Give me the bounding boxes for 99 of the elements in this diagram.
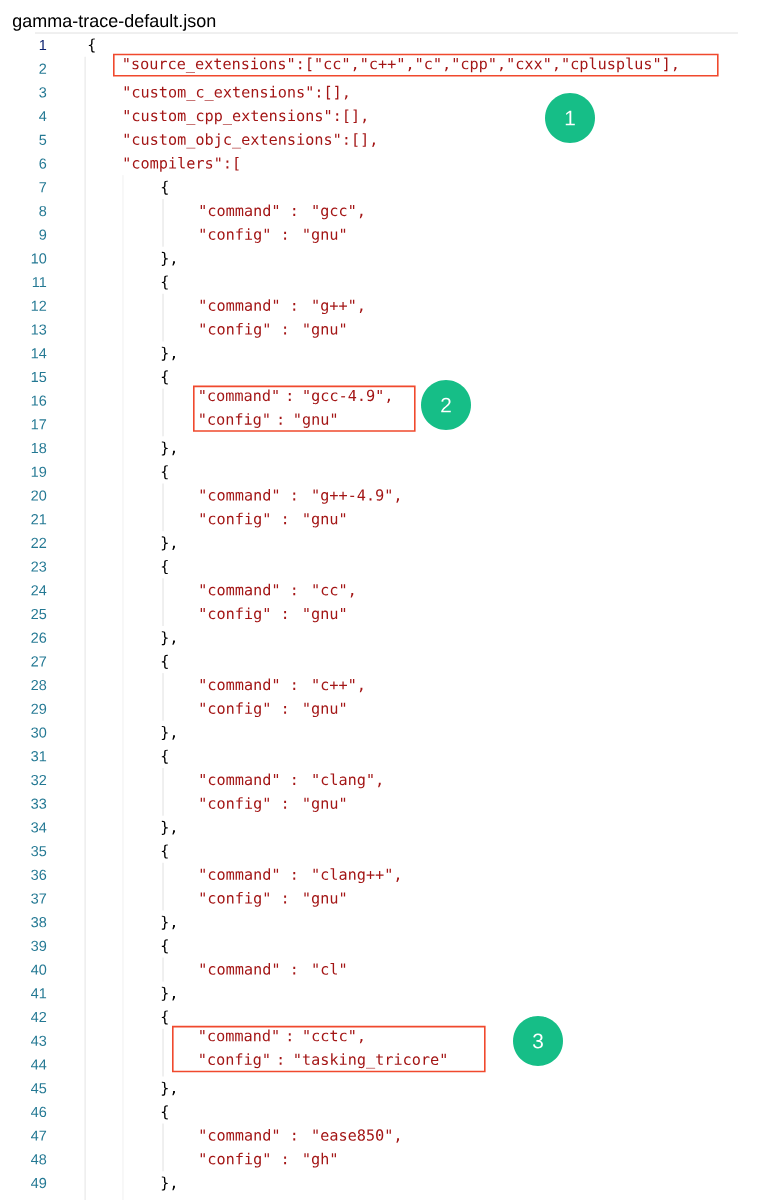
line-number: 40 (31, 964, 47, 975)
line-number: 21 (31, 514, 47, 525)
line-number: 4 (39, 111, 47, 122)
code-line: }, (161, 536, 175, 551)
line-number: 3 (39, 87, 47, 98)
line-number: 14 (31, 348, 47, 359)
code-line: "command" : "clang", (200, 773, 381, 789)
line-number: 5 (39, 134, 47, 145)
line-number: 45 (31, 1083, 47, 1094)
line-number: 23 (31, 561, 47, 572)
line-number: 6 (39, 158, 47, 169)
code-line: "config" : "gh" (200, 1152, 336, 1168)
code-line: { (161, 654, 168, 669)
file-title: gamma-trace-default.json (12, 13, 216, 31)
line-number: 41 (31, 988, 47, 999)
line-number: 43 (31, 1035, 47, 1046)
code-line: { (161, 1105, 168, 1120)
line-number: 48 (31, 1154, 47, 1165)
code-line: { (161, 275, 168, 290)
line-number: 39 (31, 940, 47, 952)
code-line: }, (161, 631, 175, 646)
code-line: }, (161, 986, 175, 1001)
line-number: 36 (31, 869, 47, 880)
code-line: "command" : "clang++", (200, 868, 399, 884)
code-line: { (161, 180, 168, 195)
line-number: 33 (31, 798, 47, 809)
line-number: 13 (31, 324, 47, 335)
code-line: }, (161, 441, 175, 456)
code-line: { (161, 465, 168, 480)
code-line: "command" : "cl" (200, 963, 346, 975)
highlight-box: "command" : "gcc-4.9", "config" : "gnu" (193, 385, 416, 432)
code-line: "config" : "gnu" (200, 702, 346, 718)
code-line: }, (161, 346, 175, 361)
code-line: "config" : "gnu" (200, 797, 346, 812)
line-number: 16 (31, 395, 47, 406)
code-line: { (161, 844, 168, 859)
code-line: }, (161, 915, 175, 930)
line-number: 34 (31, 822, 47, 833)
code-line: }, (161, 251, 175, 266)
line-number: 9 (39, 229, 47, 240)
line-number: 22 (31, 537, 47, 548)
line-number: 17 (31, 419, 47, 430)
line-number: 35 (31, 846, 47, 857)
code-line: "config" : "gnu" (200, 322, 346, 338)
line-number: 7 (39, 182, 47, 193)
code-line: "custom_cpp_extensions":[], (124, 109, 366, 125)
code-line: }, (161, 725, 175, 740)
code-line: "command" : "g++-4.9", (200, 488, 399, 504)
code-line: "command" : "c++", (200, 678, 363, 693)
line-number: 20 (31, 490, 47, 501)
line-number: 32 (31, 774, 47, 786)
code-line: { (88, 38, 95, 53)
line-number: 47 (31, 1130, 47, 1141)
code-line: "command" : "ease850", (200, 1129, 399, 1143)
line-number: 49 (31, 1177, 47, 1189)
code-line: "config" : "gnu" (200, 891, 346, 907)
line-number: 30 (31, 727, 47, 738)
line-number: 18 (31, 442, 47, 454)
code-line: "compilers":[ (124, 156, 239, 172)
code-line: "command" : "cc", (200, 583, 354, 598)
code-line: }, (161, 1081, 175, 1096)
line-number: 38 (31, 917, 47, 928)
code-line: { (161, 1010, 168, 1025)
line-number: 31 (31, 751, 47, 762)
code-line: "config" : "gnu" (200, 512, 346, 528)
line-number: 28 (31, 680, 47, 691)
line-number: 1 (39, 40, 47, 50)
callout-number: 1 (545, 93, 595, 143)
line-number: 27 (31, 656, 47, 667)
code-line: "config" : "gnu" (200, 607, 346, 623)
highlight-box: "command" : "cctc", "config" : "tasking_tricore" (172, 1025, 486, 1073)
line-number: 29 (31, 703, 47, 714)
code-line: }, (161, 1176, 175, 1191)
line-number: 15 (31, 371, 47, 383)
code-line: { (161, 560, 168, 575)
code-line: { (161, 939, 168, 954)
line-number: 37 (31, 893, 47, 904)
line-number: 25 (31, 608, 47, 620)
callout-number: 3 (513, 1016, 563, 1066)
code-line: "command" : "gcc", (200, 204, 363, 220)
code-line: "custom_objc_extensions":[], (124, 133, 375, 149)
line-number: 46 (31, 1106, 47, 1118)
code-line: { (161, 749, 168, 764)
code-line: "config" : "gnu" (200, 228, 346, 243)
code-line: }, (161, 820, 175, 835)
line-number: 8 (39, 205, 47, 217)
line-number: 19 (31, 466, 47, 477)
highlight-box: "source_extensions":["cc","c++","c","cpp","cxx","cplusplus"], (113, 53, 719, 77)
line-number: 10 (31, 253, 47, 264)
line-number: 2 (39, 63, 47, 74)
code-line: { (161, 370, 168, 385)
line-number: 11 (32, 277, 47, 288)
line-number: 42 (31, 1011, 47, 1022)
line-number: 26 (31, 632, 47, 643)
line-number: 44 (31, 1059, 47, 1070)
line-number: 24 (31, 585, 47, 596)
callout-number: 2 (421, 380, 471, 430)
code-line: "command" : "g++", (200, 299, 363, 315)
line-number: 12 (31, 300, 47, 311)
